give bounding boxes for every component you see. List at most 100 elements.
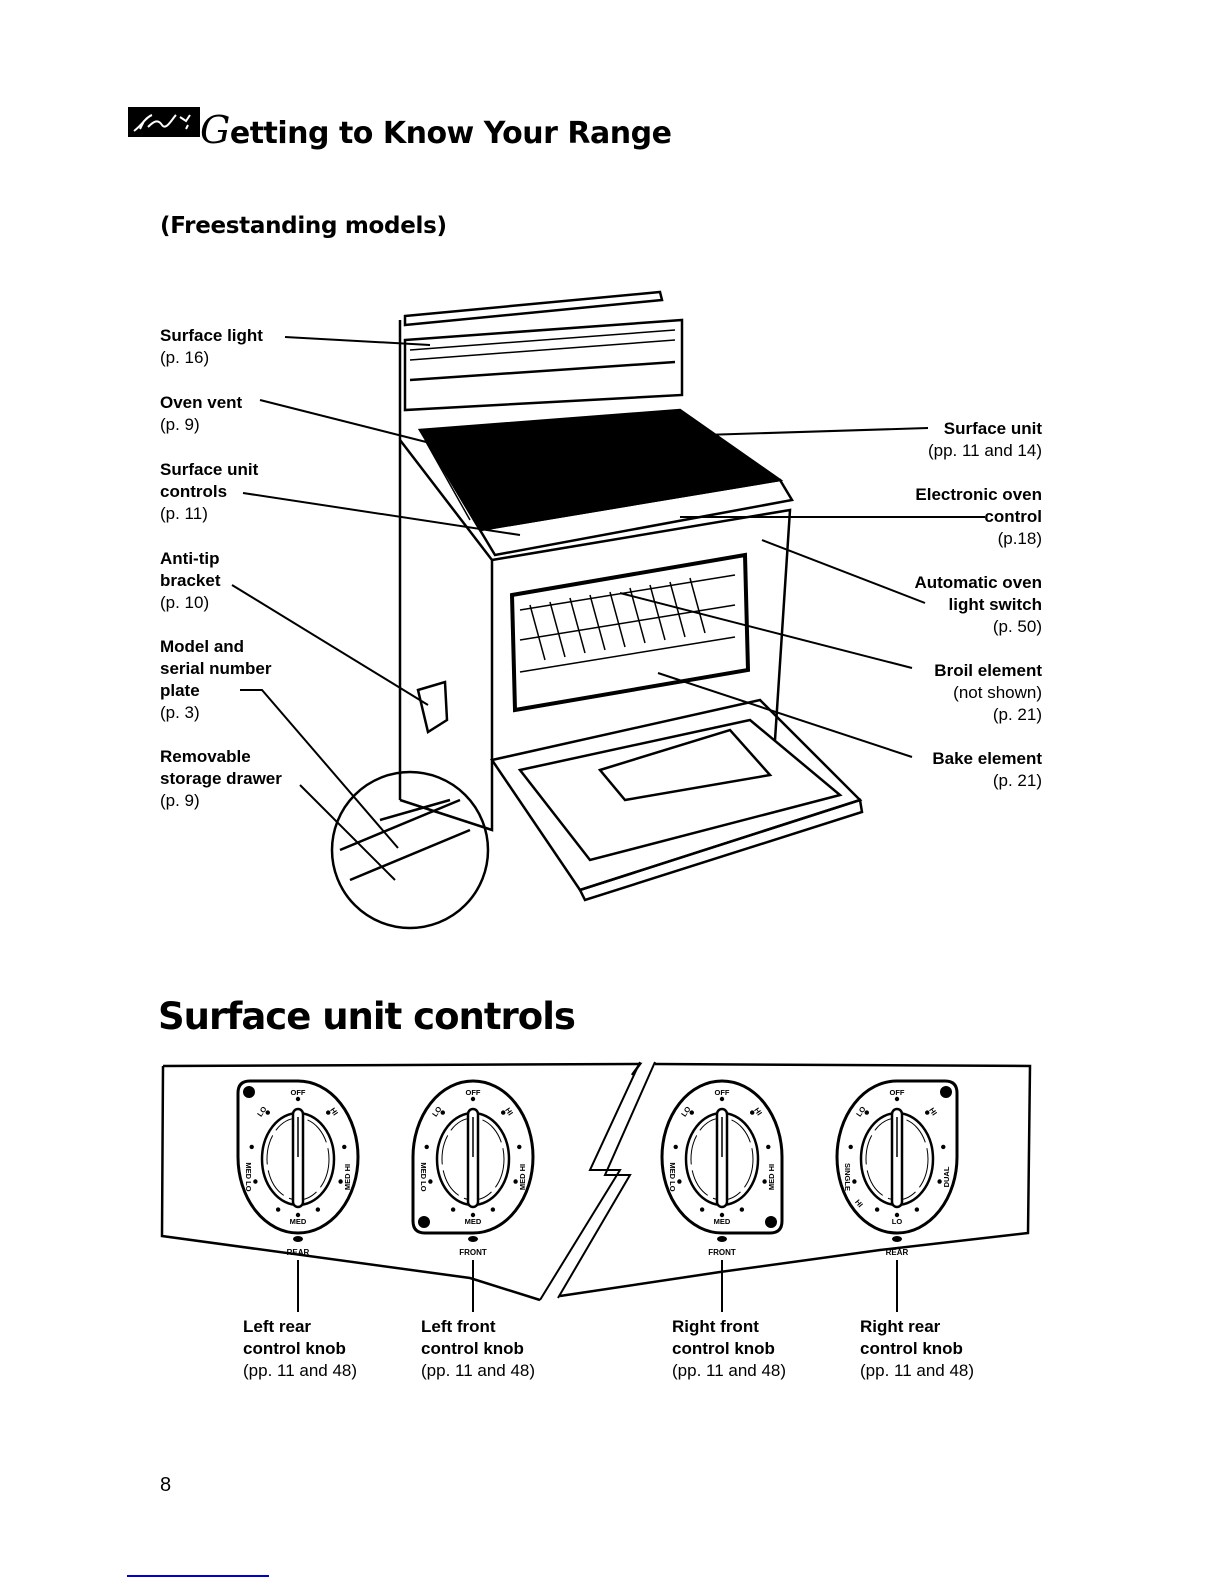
dial-tick	[490, 1207, 496, 1212]
dial-label-upper-left: LO	[854, 1105, 867, 1119]
callout-surface-unit: Surface unit (pp. 11 and 14)	[928, 418, 1042, 462]
knob-pointer[interactable]	[291, 1107, 305, 1209]
knob-page-ref: (pp. 11 and 48)	[860, 1361, 975, 1380]
callout-label: Surface light	[160, 326, 263, 345]
dial-label-left: SINGLE	[843, 1163, 852, 1191]
callout-oven-vent: Oven vent (p. 9)	[160, 392, 242, 436]
dial-tick	[470, 1212, 476, 1218]
dial-label-left: MED LO	[419, 1162, 428, 1191]
knob-position-label: REAR	[287, 1248, 310, 1257]
dial-tick	[470, 1096, 476, 1102]
callout-label: Removable	[160, 747, 251, 766]
dial-label-right: MED HI	[767, 1164, 776, 1190]
dial-label-top: OFF	[715, 1088, 730, 1097]
dial-label-right: MED HI	[518, 1164, 527, 1190]
callout-label: Surface unit	[160, 460, 259, 479]
callout-label: storage drawer	[160, 769, 282, 788]
dial-tick	[719, 1096, 725, 1102]
dial-label-bottom: MED	[290, 1217, 307, 1226]
dial-label-upper-left: LO	[255, 1105, 268, 1119]
dial-label-upper-left: LO	[679, 1105, 692, 1119]
dial-tick	[848, 1144, 853, 1150]
page-number: 8	[160, 1474, 172, 1496]
subtitle: (Freestanding models)	[160, 213, 447, 239]
position-indicator-icon	[293, 1236, 303, 1242]
dial-tick	[673, 1144, 678, 1150]
knob-label-line: control knob	[860, 1339, 963, 1358]
callout-bake-element: Bake element (p. 21)	[932, 748, 1042, 792]
knob-label-line: Right rear	[860, 1317, 941, 1336]
dial-tick	[699, 1207, 705, 1212]
dial-tick	[517, 1144, 522, 1150]
dial-label-upper-right: HI	[328, 1106, 340, 1117]
dial-tick	[265, 1110, 270, 1115]
dial-tick	[342, 1144, 347, 1150]
position-indicator-icon	[468, 1236, 478, 1242]
callout-page-ref: (p. 11)	[160, 504, 208, 523]
knob-label-right-front: Right front control knob (pp. 11 and 48)	[672, 1316, 786, 1382]
dial-label-left: MED LO	[668, 1162, 677, 1191]
knob-leader-lines	[297, 1260, 898, 1312]
knob-pointer[interactable]	[890, 1107, 904, 1209]
dial-tick	[253, 1179, 258, 1184]
dial-tick	[275, 1207, 281, 1212]
position-indicator-icon	[717, 1236, 727, 1242]
section-title: Surface unit controls	[158, 995, 576, 1038]
dial-tick	[914, 1207, 920, 1212]
dial-tick	[894, 1096, 900, 1102]
callout-label: Automatic oven	[914, 573, 1042, 592]
knob-faceplate	[660, 1079, 784, 1235]
dial-tick	[719, 1212, 725, 1218]
callout-electronic-oven-control: Electronic oven control (p.18)	[915, 484, 1042, 550]
dial-label-right: MED HI	[343, 1164, 352, 1190]
dial-tick	[925, 1110, 930, 1115]
title-initial: G	[200, 108, 230, 152]
leader-surface-unit	[639, 427, 929, 438]
knob-label-line: control knob	[421, 1339, 524, 1358]
knob-label-line: Left front	[421, 1317, 496, 1336]
dial-tick	[677, 1179, 682, 1184]
callout-label: light switch	[948, 595, 1043, 614]
callout-page-ref: (p. 10)	[160, 593, 210, 612]
knob-page-ref: (pp. 11 and 48)	[243, 1361, 358, 1380]
knob-label-line: Right front	[672, 1317, 759, 1336]
callout-label: control	[984, 507, 1042, 526]
knob-label-left-front: Left front control knob (pp. 11 and 48)	[421, 1316, 535, 1382]
callout-label: plate	[160, 681, 200, 700]
leader-automatic-oven-light-switch	[761, 539, 926, 604]
control-panel-outline	[160, 1061, 1032, 1302]
callout-storage-drawer: Removable storage drawer (p. 9)	[160, 746, 282, 812]
dial-tick	[852, 1179, 857, 1184]
callout-page-ref: (p. 21)	[992, 705, 1042, 724]
callout-label: Broil element	[934, 661, 1042, 680]
callout-label: Surface unit	[943, 419, 1042, 438]
knob-pointer[interactable]	[466, 1107, 480, 1209]
leader-lines	[231, 336, 985, 881]
dial-tick	[874, 1207, 880, 1212]
leader-model-serial-plate	[240, 689, 399, 849]
callout-page-ref: (pp. 11 and 14)	[927, 441, 1042, 460]
indicator-dot-icon	[765, 1216, 777, 1228]
callout-label: bracket	[160, 571, 221, 590]
callout-label: Model and	[160, 637, 245, 656]
dial-label-bottom: LO	[892, 1217, 903, 1226]
dial-label-upper-right: HI	[927, 1106, 939, 1117]
callout-page-ref: (p. 9)	[160, 415, 200, 434]
knob-label-line: Left rear	[243, 1317, 312, 1336]
knob-pointer[interactable]	[715, 1107, 729, 1209]
dial-tick	[750, 1110, 755, 1115]
callout-note: (not shown)	[953, 683, 1042, 702]
footer-rule	[127, 1575, 269, 1577]
dial-tick	[315, 1207, 321, 1212]
knob-faceplate	[411, 1079, 535, 1235]
dial-tick	[864, 1110, 869, 1115]
indicator-dot-icon	[418, 1216, 430, 1228]
callout-automatic-oven-light-switch: Automatic oven light switch (p. 50)	[914, 572, 1042, 638]
knob-faceplate	[835, 1079, 959, 1235]
callout-model-serial-plate: Model and serial number plate (p. 3)	[160, 636, 272, 724]
